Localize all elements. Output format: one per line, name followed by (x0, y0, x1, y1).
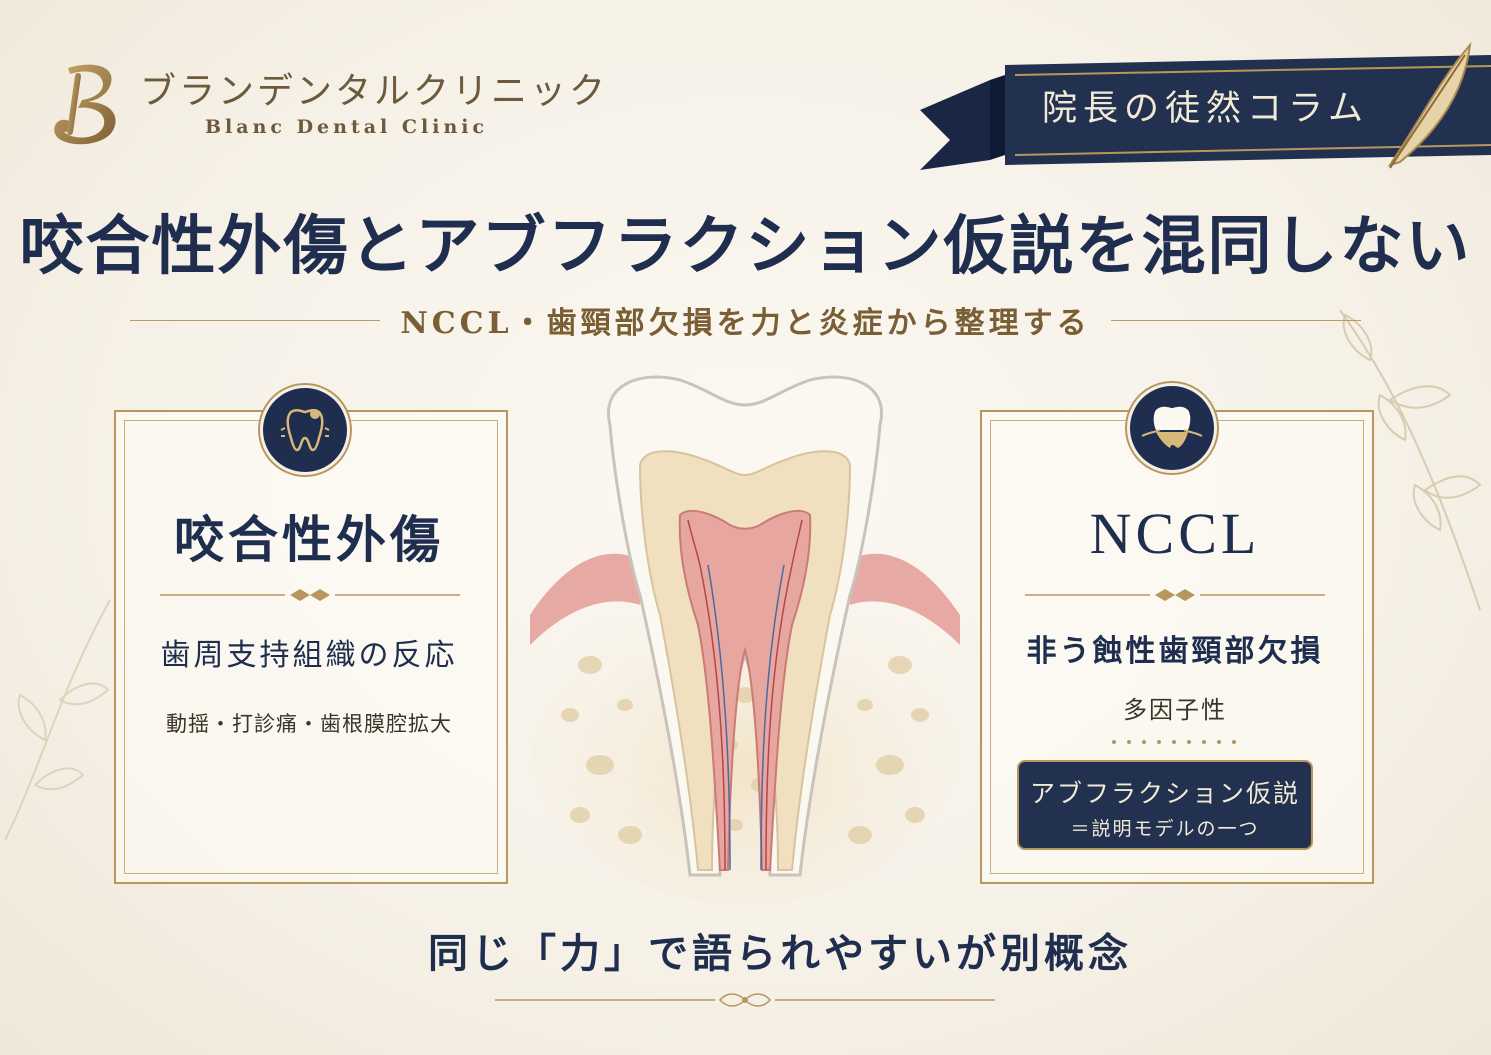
right-card-divider (1025, 589, 1325, 601)
left-card-heading: 咬合性外傷 (174, 510, 444, 569)
abfraction-box-line1: アブフラクション仮説 (1029, 779, 1300, 808)
left-card-line2: 動揺・打診痛・歯根膜腔拡大 (166, 712, 452, 736)
left-card-divider (160, 589, 460, 601)
leaf-decoration-right (1339, 309, 1482, 611)
leaf-decoration-left (4, 599, 111, 841)
tooth-notch-icon (1127, 383, 1217, 473)
abfraction-hypothesis-box (1017, 760, 1313, 850)
column-label: 院長の徒然コラム (1042, 89, 1369, 129)
conclusion-text: 同じ「力」で語られやすいが別概念 (428, 930, 1132, 977)
tooth-pain-icon-svg (280, 408, 330, 452)
left-card-line1: 歯周支持組織の反応 (160, 638, 458, 673)
column-ribbon (920, 41, 1491, 170)
bottom-ornament (495, 993, 995, 1007)
page-title: 咬合性外傷とアブフラクション仮説を混同しない (19, 209, 1472, 284)
subtitle-line-right (1110, 319, 1361, 321)
brand-name-ja: ブランデンタルクリニック (140, 71, 609, 112)
right-card-heading: NCCL (1089, 501, 1261, 566)
right-card-line1: 非う蝕性歯頸部欠損 (1026, 634, 1324, 669)
abfraction-box-line2: ＝説明モデルの一つ (1070, 818, 1260, 840)
subtitle-line-left (130, 319, 381, 321)
brand-name-en: Blanc Dental Clinic (205, 116, 489, 138)
tooth-notch-icon-svg (1141, 406, 1203, 448)
subtitle-row: NCCL・歯頸部欠損を力と炎症から整理する (130, 298, 1361, 342)
occlusal-trauma-card (114, 410, 508, 884)
tooth-pain-icon (260, 385, 350, 475)
dotted-divider (1112, 740, 1236, 744)
conclusion-row: 同じ「力」で語られやすいが別概念 (410, 920, 1128, 980)
right-card-line2: 多因子性 (1123, 696, 1227, 724)
subtitle: NCCL・歯頸部欠損を力と炎症から整理する (400, 306, 1091, 341)
logo-mark (54, 64, 116, 145)
tooth-cross-section-illustration (530, 375, 960, 905)
